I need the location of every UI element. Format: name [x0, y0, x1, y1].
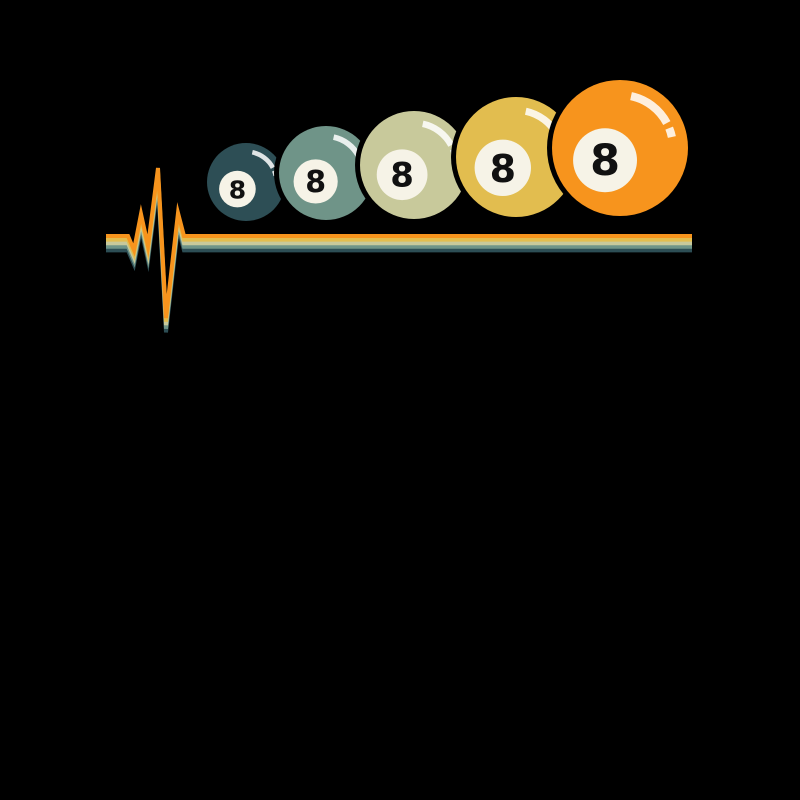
ball-number: 8: [305, 165, 326, 200]
ball-number: 8: [590, 136, 620, 186]
number-disc: [293, 159, 338, 204]
ball-number: 8: [390, 156, 414, 196]
number-disc: [474, 139, 531, 196]
highlight-dot: [665, 126, 676, 138]
eight-ball-3: 8: [355, 106, 473, 224]
number-disc: [219, 170, 256, 208]
highlight-arc: [251, 149, 275, 169]
eight-ball-1: 8: [202, 138, 290, 226]
eight-ball-row: 8 8 8 8 8: [202, 75, 693, 226]
ball-number: 8: [490, 147, 516, 191]
number-disc: [573, 128, 637, 193]
eight-ball-5: 8: [547, 75, 693, 221]
highlight-arc: [630, 92, 671, 126]
eight-ball-2: 8: [274, 121, 378, 225]
eight-ball-4: 8: [451, 92, 581, 222]
heartbeat-stripes: [106, 167, 692, 333]
number-disc: [376, 149, 428, 201]
stripe-orange: [106, 167, 692, 319]
highlight-arc: [421, 120, 455, 147]
ball-number: 8: [229, 176, 246, 205]
